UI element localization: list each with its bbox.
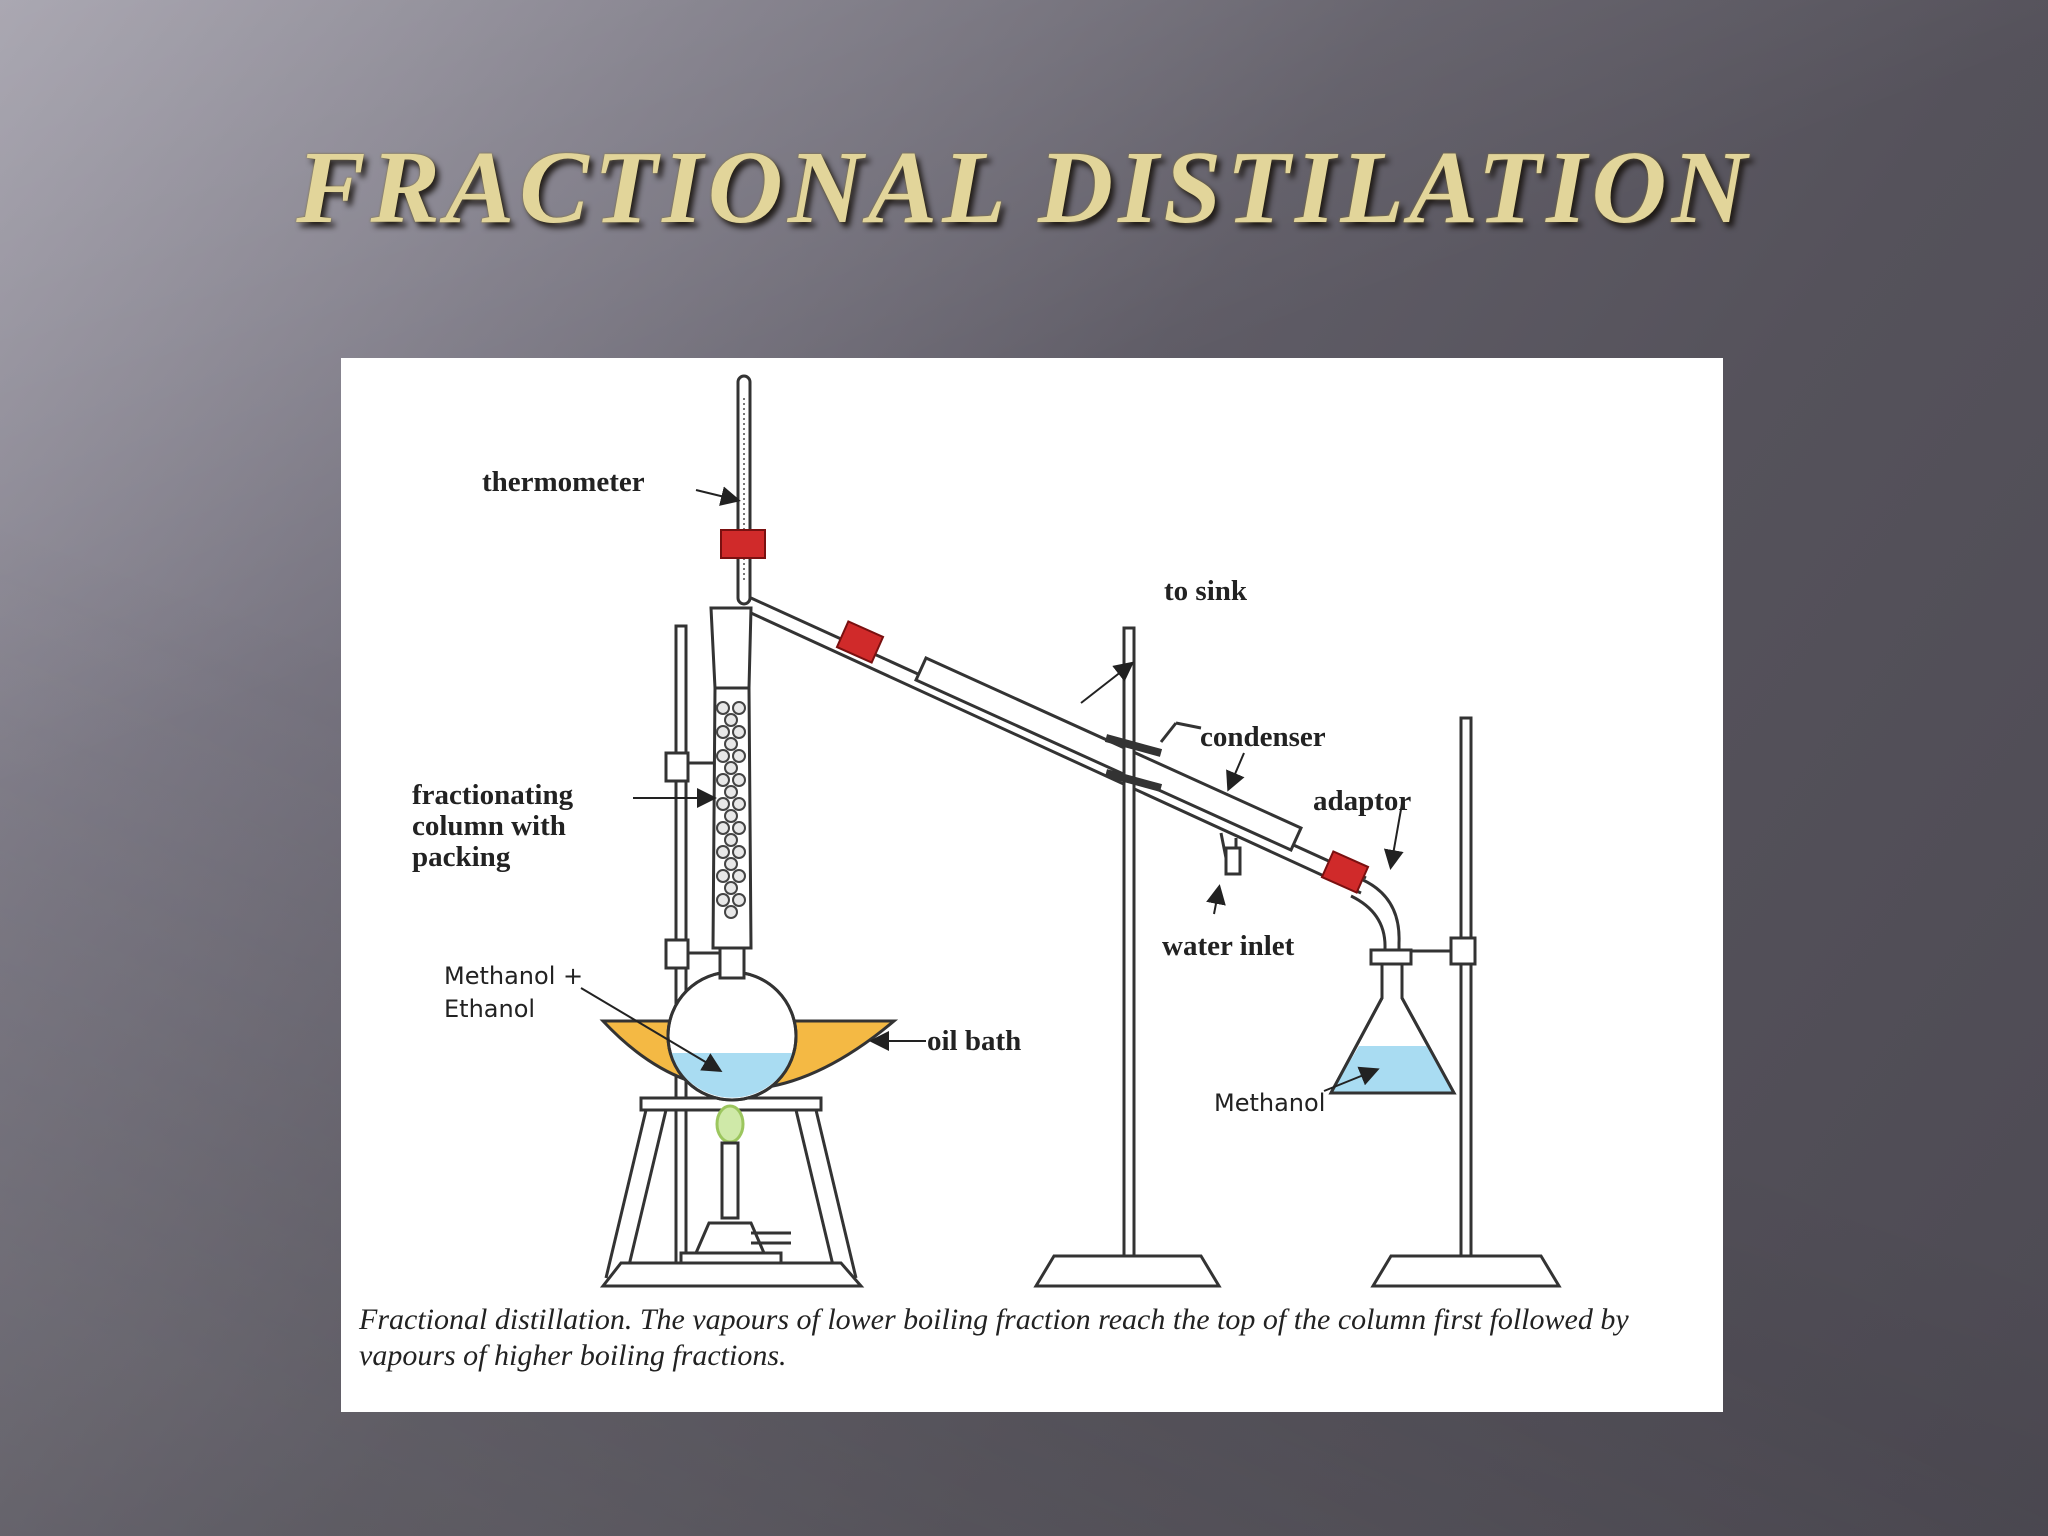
bunsen-burner bbox=[679, 1104, 791, 1265]
diagram-panel: thermometer to sink condenser fractionat… bbox=[341, 358, 1723, 1412]
label-mixture-1: Methanol + bbox=[444, 962, 583, 990]
slide-title: FRACTIONAL DISTILATION bbox=[296, 130, 1752, 245]
adaptor-stopper bbox=[1320, 850, 1370, 894]
label-mixture-2: Ethanol bbox=[444, 995, 535, 1023]
label-condenser: condenser bbox=[1200, 721, 1326, 753]
label-to-sink: to sink bbox=[1164, 575, 1248, 607]
conical-flask bbox=[1328, 948, 1457, 1095]
label-water-inlet: water inlet bbox=[1162, 930, 1295, 962]
diagram-caption: Fractional distillation. The vapours of … bbox=[359, 1303, 1629, 1372]
condenser bbox=[750, 596, 1367, 895]
label-fractionating-2: column with bbox=[412, 810, 566, 842]
label-fractionating-1: fractionating bbox=[412, 779, 574, 811]
label-oil-bath: oil bath bbox=[927, 1025, 1021, 1057]
label-methanol: Methanol bbox=[1214, 1089, 1325, 1117]
middle-stand bbox=[1033, 626, 1222, 1288]
thermometer bbox=[720, 374, 766, 606]
distillation-diagram: thermometer to sink condenser fractionat… bbox=[412, 374, 1562, 1288]
adaptor bbox=[1350, 878, 1401, 958]
label-fractionating-3: packing bbox=[412, 841, 511, 873]
left-stand bbox=[599, 624, 865, 1288]
label-thermometer: thermometer bbox=[482, 466, 645, 498]
right-stand bbox=[1370, 716, 1562, 1288]
side-arm-stopper bbox=[835, 620, 885, 664]
fractionating-column bbox=[709, 606, 753, 950]
leader-lines bbox=[580, 486, 1404, 1092]
label-adaptor: adaptor bbox=[1313, 785, 1411, 817]
